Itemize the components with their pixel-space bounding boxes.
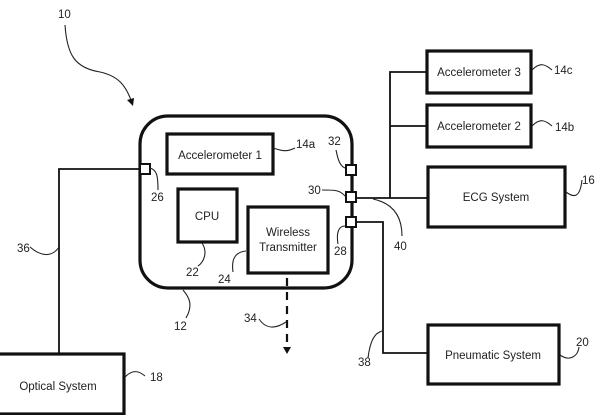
figure-pointer-arrowhead <box>127 98 134 106</box>
leader-18 <box>125 372 145 377</box>
ref-28: 28 <box>334 246 347 258</box>
ref-14a: 14a <box>296 139 316 151</box>
leader-38 <box>368 331 382 358</box>
cpu-label: CPU <box>195 211 219 223</box>
ref-14b: 14b <box>555 122 574 134</box>
ref-16: 16 <box>582 175 595 187</box>
accelerometer-3-connection-line <box>390 72 426 198</box>
ref-40: 40 <box>394 241 407 253</box>
ref-38: 38 <box>358 357 371 369</box>
leader-34 <box>259 319 286 327</box>
ref-18: 18 <box>150 372 163 384</box>
ref-24: 24 <box>218 274 231 286</box>
ref-32: 32 <box>328 136 341 148</box>
accelerometer-2-label: Accelerometer 2 <box>437 121 521 133</box>
accelerometer-3-label: Accelerometer 3 <box>437 67 521 79</box>
ref-14c: 14c <box>554 65 573 77</box>
port-28 <box>346 217 356 227</box>
pneumatic-connection-line <box>356 222 428 353</box>
optical-connection-line <box>59 169 140 354</box>
pneumatic-system-label: Pneumatic System <box>445 350 541 362</box>
wireless-signal-arrowhead <box>283 347 291 354</box>
figure-ref-10: 10 <box>58 9 71 21</box>
leader-12 <box>183 290 190 318</box>
ref-26: 26 <box>151 192 164 204</box>
leader-40 <box>373 199 402 236</box>
wireless-transmitter-box <box>248 207 328 273</box>
leader-14c <box>532 65 552 70</box>
port-32 <box>346 165 356 175</box>
ref-36: 36 <box>17 243 30 255</box>
ecg-system-label: ECG System <box>463 192 529 204</box>
wireless-transmitter-label-line2: Transmitter <box>259 242 317 254</box>
leader-16 <box>566 180 582 196</box>
ref-22: 22 <box>186 267 199 279</box>
ref-20: 20 <box>576 337 589 349</box>
figure-pointer-arrow <box>65 25 132 103</box>
accelerometer-1-label: Accelerometer 1 <box>178 150 262 162</box>
leader-36 <box>30 247 59 255</box>
ref-12: 12 <box>174 321 187 333</box>
port-30 <box>346 192 356 202</box>
optical-system-label: Optical System <box>19 381 96 393</box>
wireless-transmitter-label-line1: Wireless <box>266 227 310 239</box>
ref-34: 34 <box>244 313 257 325</box>
port-26 <box>140 164 150 174</box>
leader-14b <box>532 121 552 126</box>
ref-30: 30 <box>308 185 321 197</box>
